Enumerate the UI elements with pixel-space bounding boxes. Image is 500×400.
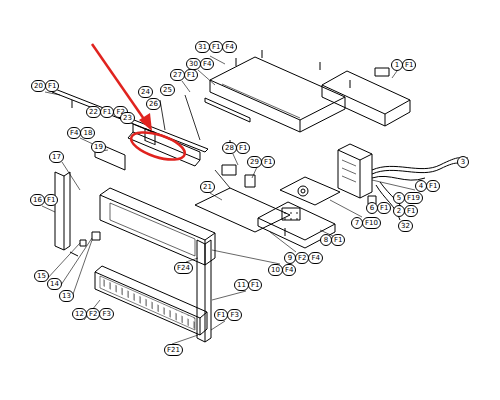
callout-number: F1: [45, 80, 59, 92]
callout-group: 11F1: [234, 279, 261, 291]
callout-number: F1: [404, 205, 418, 217]
callout-number: 14: [47, 278, 62, 290]
callout-number: 17: [49, 151, 64, 163]
callout-group: 3: [457, 156, 468, 168]
callout-number: 25: [160, 84, 175, 96]
callout-number: F1: [261, 156, 275, 168]
callout-group: 14: [47, 278, 61, 290]
callout-number: F1: [100, 106, 114, 118]
callout-group: 5F19: [393, 192, 422, 204]
callout-number: 22: [86, 106, 101, 118]
callout-group: 19: [91, 141, 105, 153]
callout-group: 1F1: [391, 59, 415, 71]
callout-group: 9F2F4: [284, 252, 322, 264]
callout-number: F1: [44, 194, 58, 206]
callout-number: F1: [184, 69, 198, 81]
callout-number: 29: [247, 156, 262, 168]
callout-number: 19: [91, 141, 106, 153]
callout-number: 13: [59, 290, 74, 302]
callout-group: 28F1: [222, 142, 249, 154]
callout-number: 26: [146, 98, 161, 110]
callout-group: 8F1: [320, 234, 344, 246]
callout-number: F2: [86, 308, 100, 320]
callout-number: F1: [209, 41, 223, 53]
callout-number: F4: [222, 41, 236, 53]
callout-group: F21: [164, 344, 182, 356]
callout-number: 24: [138, 86, 153, 98]
callout-group: 12F2F3: [72, 308, 113, 320]
callout-number: 11: [234, 279, 249, 291]
callout-number: 10: [268, 264, 283, 276]
callout-group: 24: [138, 86, 152, 98]
callout-number: 15: [34, 270, 49, 282]
callout-number: 31: [195, 41, 210, 53]
callout-number: 3: [457, 156, 469, 168]
callout-number: 28: [222, 142, 237, 154]
callout-number: F4: [200, 58, 214, 70]
callout-number: F1: [236, 142, 250, 154]
callout-group: 2F1: [393, 205, 417, 217]
callout-number: F10: [362, 217, 381, 229]
callout-number: 12: [72, 308, 87, 320]
callout-group: 21: [200, 181, 214, 193]
callout-group: 31F1F4: [195, 41, 236, 53]
callout-group: 15: [34, 270, 48, 282]
callout-number: F1: [248, 279, 262, 291]
callout-group: 13: [59, 290, 73, 302]
callout-group: F1F3: [214, 309, 241, 321]
callout-number: F1: [331, 234, 345, 246]
callout-group: 27F1: [170, 69, 197, 81]
callout-number: F4: [282, 264, 296, 276]
callout-group: F418: [67, 127, 94, 139]
callout-number: F3: [227, 309, 241, 321]
callout-group: 7F10: [351, 217, 380, 229]
callout-number: F1: [426, 180, 440, 192]
callout-group: F24: [174, 262, 192, 274]
callout-group: 4F1: [415, 180, 439, 192]
callout-number: 27: [170, 69, 185, 81]
callout-group: 17: [49, 151, 63, 163]
callout-number: F21: [164, 344, 183, 356]
callout-number: 23: [120, 112, 135, 124]
callout-group: 32: [398, 220, 412, 232]
callout-number: F24: [174, 262, 193, 274]
callout-number: 21: [200, 181, 215, 193]
callout-group: 29F1: [247, 156, 274, 168]
callout-number: F4: [308, 252, 322, 264]
callout-group: 26: [146, 98, 160, 110]
callout-number: 20: [31, 80, 46, 92]
callout-number: F4: [67, 127, 81, 139]
callout-number: 32: [398, 220, 413, 232]
callout-group: 16F1: [30, 194, 57, 206]
callout-number: F2: [295, 252, 309, 264]
callout-number: F3: [99, 308, 113, 320]
callout-number: 16: [30, 194, 45, 206]
callout-number: F19: [404, 192, 423, 204]
callout-number: F1: [214, 309, 228, 321]
callout-group: 23: [120, 112, 134, 124]
callout-group: 25: [160, 84, 174, 96]
callout-number: F1: [377, 202, 391, 214]
callout-number: F1: [402, 59, 416, 71]
callout-number: 18: [80, 127, 95, 139]
callout-group: 10F4: [268, 264, 295, 276]
callout-group: 20F1: [31, 80, 58, 92]
callout-group: 6F1: [366, 202, 390, 214]
